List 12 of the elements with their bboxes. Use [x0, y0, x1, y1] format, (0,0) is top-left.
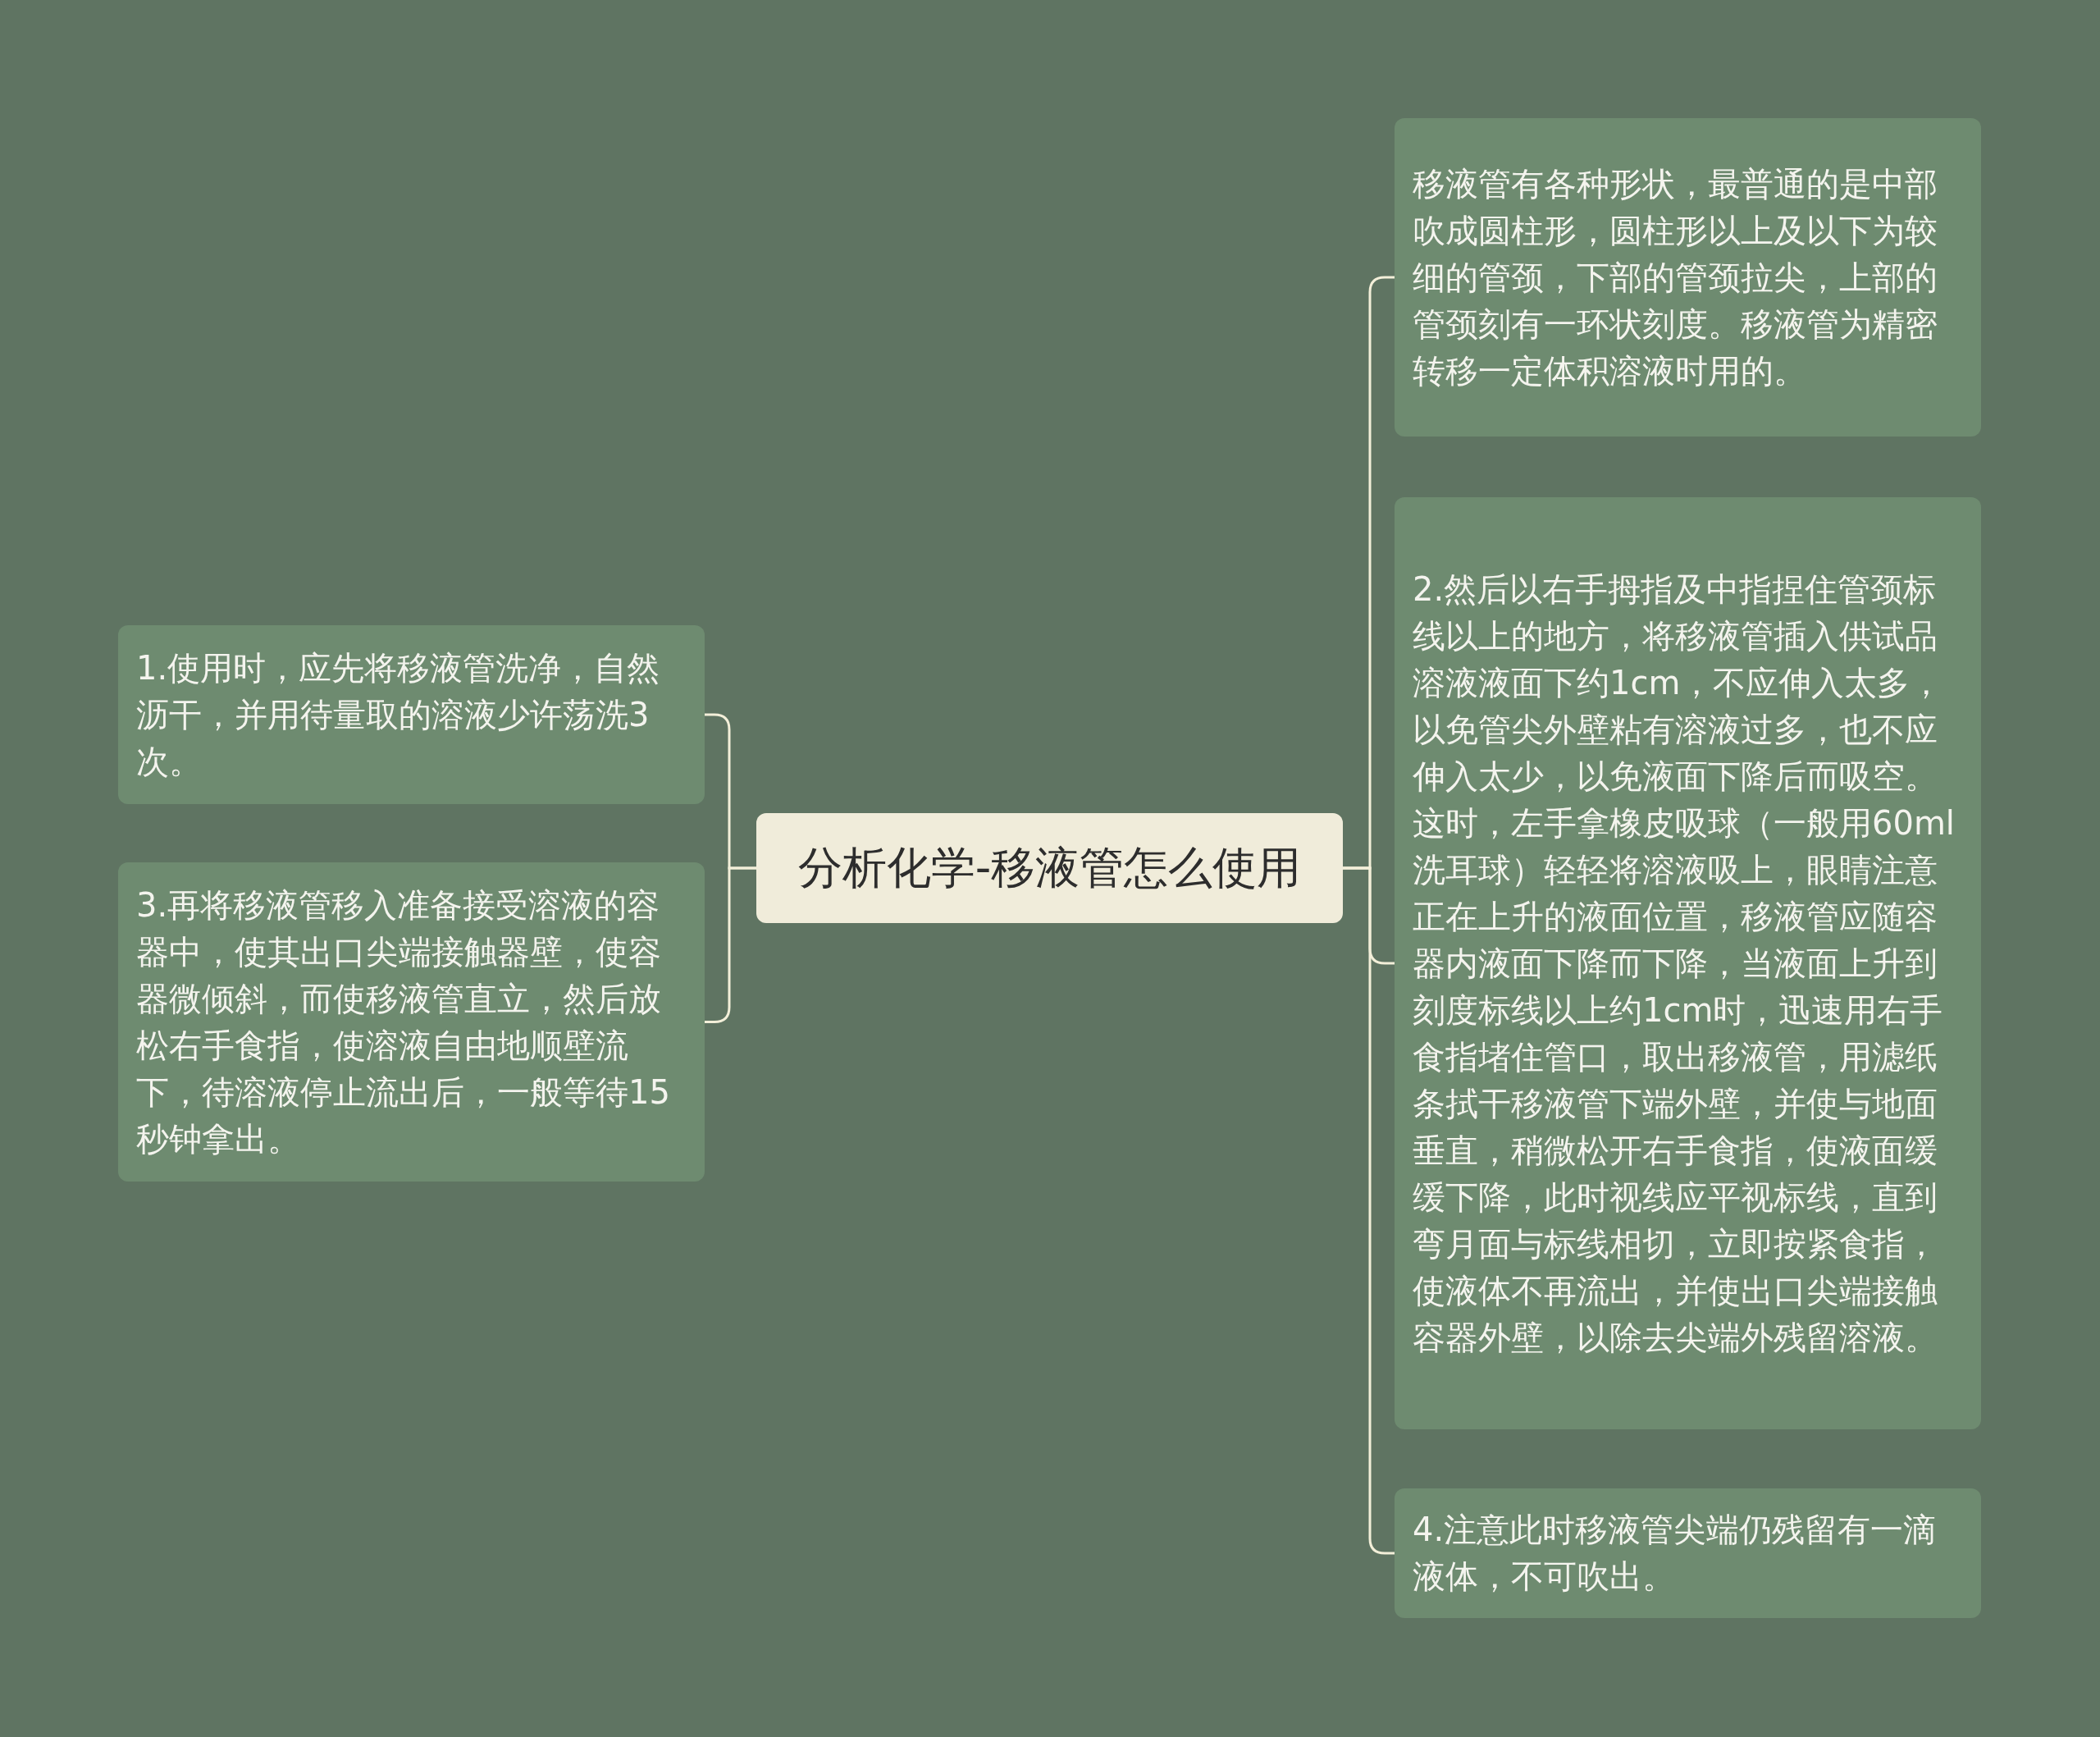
subtopic-box [1395, 118, 1981, 437]
note-text: 1.使用时，应先将移液管洗净，自然沥干，并用待量取的溶液少许荡洗3次。 [136, 647, 661, 782]
subtopic-box [118, 862, 705, 1182]
topic-box [756, 813, 1343, 923]
note-text: 2.然后以右手拇指及中指捏住管颈标线以上的地方，将移液管插入供试品溶液液面下约1cm，不应伸入太多，以免管尖外壁粘有溶液过多，也不应伸入太少，以免液面下降后而吸空。这时，左手拿橡皮吸球（一般用60ml洗耳球）轻轻将溶液吸上，眼睛注意正在上升的液面位置，移液管应随容器内液面下降而下降，当液面上升到刻度标线以上约1cm时，迅速用右手食指堵住管口，取出移液管，用滤纸条拭干移液管下端外壁，并使与地面垂直，稍微松开右手食指，使液面缓缓下降，此时视线应平视标线，直到弯月面与标线相切，立即按紧食指，使液体不再流出，并使出口尖端接触容器外壁，以除去尖端外残留溶液。 [1413, 569, 1956, 1358]
subtopic-box [118, 625, 705, 804]
subtopic-box [1395, 497, 1981, 1429]
topic-title: 分析化学-移液管怎么使用 [797, 841, 1303, 895]
note-text: 3.再将移液管移入准备接受溶液的容器中，使其出口尖端接触器壁，使容器微倾斜，而使移液管直立，然后放松右手食指，使溶液自由地顺壁流下，待溶液停止流出后，一般等待15秒钟拿出。 [136, 884, 671, 1159]
note-text: 移液管有各种形状，最普通的是中部吹成圆柱形，圆柱形以上及以下为较细的管颈，下部的管颈拉尖，上部的管颈刻有一环状刻度。移液管为精密转移一定体积溶液时用的。 [1413, 163, 1938, 391]
note-text: 4.注意此时移液管尖端仍残留有一滴液体，不可吹出。 [1413, 1510, 1938, 1597]
subtopic-box [1395, 1488, 1981, 1618]
